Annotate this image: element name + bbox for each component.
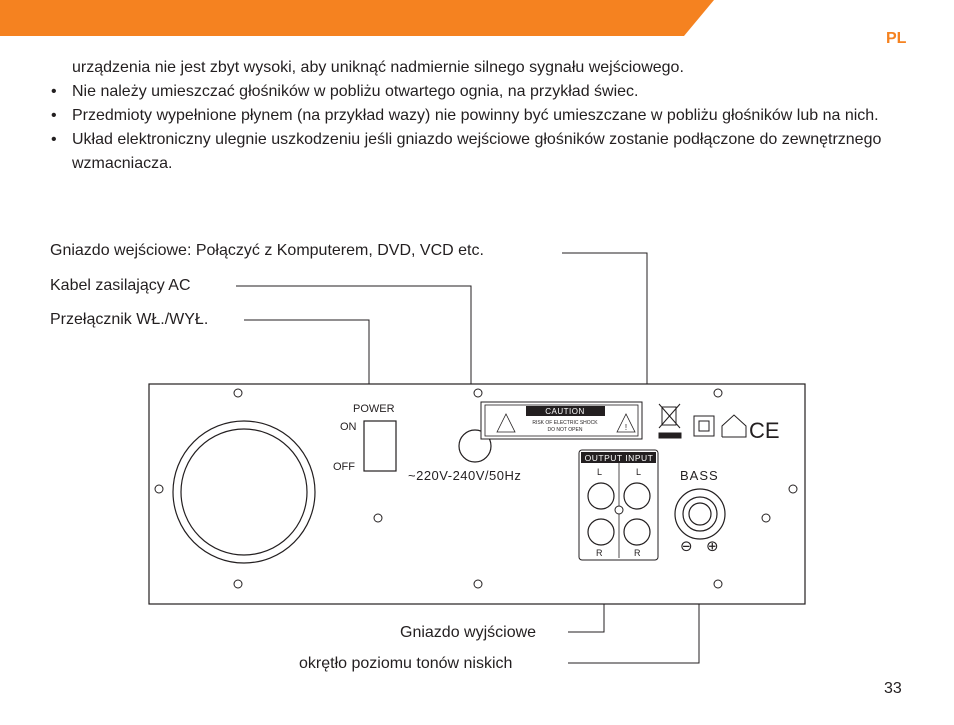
bass-increase-icon: ⊕ [706, 538, 719, 555]
jack-label-left: L [597, 467, 602, 477]
caution-title: CAUTION [545, 407, 585, 416]
bullet-text: Nie należy umieszczać głośników w pobliż… [72, 83, 639, 100]
bullet-text: Układ elektroniczny ulegnie uszkodzeniu … [72, 131, 882, 172]
screw-hole [473, 579, 483, 589]
screw-hole [233, 388, 243, 398]
bass-knob-center [688, 502, 712, 526]
bullet-item: • Przedmioty wypełnione płynem (na przykł… [50, 104, 882, 128]
language-code: PL [886, 30, 907, 47]
power-label: POWER [353, 403, 395, 415]
header-accent-bar [0, 0, 714, 36]
input-jack-left[interactable] [623, 482, 651, 510]
bass-decrease-icon: ⊖ [680, 538, 693, 555]
audio-jack-block: OUTPUT INPUT L L R R [578, 449, 659, 561]
off-label: OFF [333, 461, 355, 473]
bullet-symbol: • [51, 131, 57, 148]
caution-sticker: ! CAUTION RISK OF ELECTRIC SHOCK DO NOT … [480, 401, 643, 440]
screw-hole [473, 388, 483, 398]
exclamation-warning-icon [616, 413, 636, 433]
continuation-text: urządzenia nie jest zbyt wysoki, aby uni… [72, 59, 684, 76]
bullet-symbol: • [51, 107, 57, 124]
bullet-text: Przedmioty wypełnione płynem (na przykła… [72, 107, 879, 124]
bass-port-inner [180, 428, 308, 556]
screw-hole [761, 513, 771, 523]
callout-input-jack: Gniazdo wejściowe: Połączyć z Komputerem… [50, 242, 484, 259]
weee-bin-icon [658, 403, 682, 439]
on-label: ON [340, 421, 357, 433]
bullet-item: • Nie należy umieszczać głośników w pobli… [50, 80, 882, 104]
jack-label-left: L [636, 467, 641, 477]
output-jack-right[interactable] [587, 518, 615, 546]
safety-text: urządzenia nie jest zbyt wysoki, aby uni… [50, 56, 882, 176]
output-jack-left[interactable] [587, 482, 615, 510]
callout-output-jack: Gniazdo wyjściowe [400, 624, 537, 641]
callout-bass-knob: okrętło poziomu tonów niskich [299, 655, 513, 672]
bullet-symbol: • [51, 83, 57, 100]
output-input-label: OUTPUT INPUT [585, 453, 654, 463]
svg-text:!: ! [625, 423, 627, 432]
page-number: 33 [884, 680, 902, 697]
continuation-line: urządzenia nie jest zbyt wysoki, aby uni… [50, 56, 882, 80]
input-jack-right[interactable] [623, 518, 651, 546]
screw-hole [713, 579, 723, 589]
bass-port-outer [172, 420, 316, 564]
jack-label-right: R [634, 548, 641, 558]
bullet-item: • Układ elektroniczny ulegnie uszkodzeniu… [50, 128, 882, 176]
callout-ac-cable: Kabel zasilający AC [50, 277, 191, 294]
caution-line2: DO NOT OPEN [548, 427, 583, 433]
screw-hole [788, 484, 798, 494]
bass-label: BASS [680, 468, 719, 483]
double-insulation-icon [693, 415, 715, 437]
jack-label-right: R [596, 548, 603, 558]
lightning-warning-icon [496, 413, 516, 433]
leader-ac-cable [236, 285, 472, 430]
screw-hole [233, 579, 243, 589]
screw-hole [154, 484, 164, 494]
caution-title-bg [526, 406, 605, 416]
callout-power-switch: Przełącznik WŁ./WYŁ. [50, 311, 209, 328]
screw-hole [373, 513, 383, 523]
voltage-label: ~220V-240V/50Hz [408, 468, 521, 483]
screw-holes [154, 388, 798, 589]
power-switch[interactable] [363, 420, 397, 472]
indoor-use-house-icon [721, 414, 747, 438]
ce-mark-icon: CE [749, 418, 780, 443]
caution-line1: RISK OF ELECTRIC SHOCK [532, 420, 598, 426]
screw-hole [713, 388, 723, 398]
